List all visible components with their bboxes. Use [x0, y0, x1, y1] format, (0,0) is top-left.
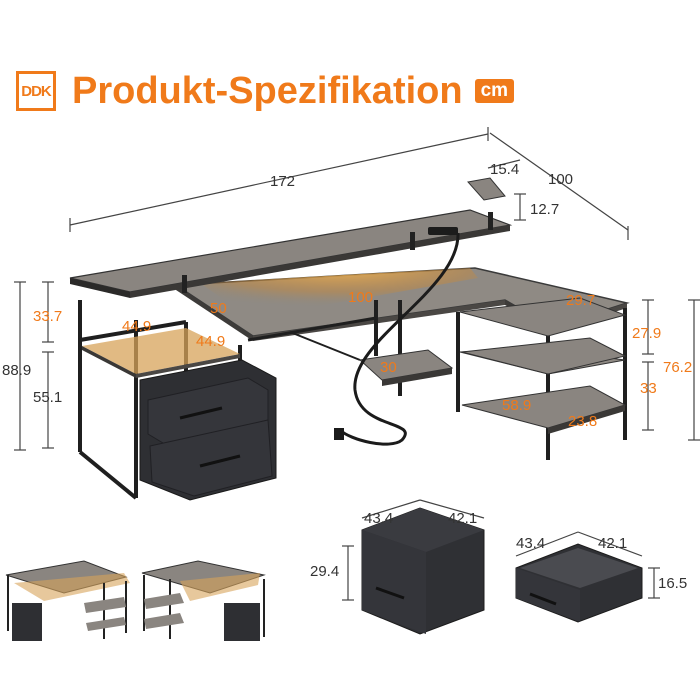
large-drawer-illustration: 43.4 42.1 29.4: [310, 499, 485, 635]
dimension-labels: 172 15.4 100 12.7 50 100 29.7 33.7 44.9 …: [2, 161, 692, 430]
brand-logo-text: DDK: [21, 82, 51, 100]
unit-badge: cm: [474, 79, 515, 103]
cabinet-shelf: [82, 328, 240, 374]
thumbnail-right: [141, 560, 266, 641]
right-shelf-bottom: [461, 385, 627, 429]
large-drawer-width: 43.4: [364, 510, 393, 527]
page-title: Produkt-Spezifikation: [72, 69, 463, 112]
thumbnail-left: [5, 560, 130, 641]
power-outlet: [428, 227, 458, 235]
dim-left-total-height: 88.9: [2, 362, 31, 379]
small-drawer-illustration: 43.4 42.1 16.5: [515, 531, 687, 623]
dim-right-total-height: 76.2: [663, 359, 692, 376]
right-shelf-top: [459, 297, 627, 337]
dim-shelf-gap-top: 27.9: [632, 325, 661, 342]
dim-cabinet-width: 44.9: [122, 318, 151, 335]
dim-top-shelf-depth: 15.4: [490, 161, 519, 178]
dim-total-length: 172: [270, 173, 295, 190]
dim-left-upper-height: 33.7: [33, 308, 62, 325]
brand-logo: DDK: [16, 71, 56, 111]
dim-bottom-shelf-depth: 23.8: [568, 413, 597, 430]
large-drawer-depth: 42.1: [448, 510, 477, 527]
dim-side-length: 100: [548, 171, 573, 188]
dim-riser-height: 12.7: [530, 201, 559, 218]
dim-side-inner-length: 58.9: [502, 397, 531, 414]
dim-shelf-gap-lower: 33: [640, 380, 657, 397]
desk-illustration: [69, 177, 630, 501]
dim-left-lower-height: 55.1: [33, 389, 62, 406]
spec-header: DDK Produkt-Spezifikation cm: [16, 66, 515, 116]
desk-surface-edge: [176, 285, 253, 341]
top-riser: [467, 177, 506, 201]
dimension-lines: [14, 127, 700, 451]
small-drawer-height: 16.5: [658, 575, 687, 592]
large-drawer-height: 29.4: [310, 563, 339, 580]
dim-desk-depth: 50: [210, 300, 227, 317]
small-drawer-depth: 42.1: [598, 535, 627, 552]
led-glow: [200, 268, 478, 318]
dim-bottom-shelf-width: 30: [380, 359, 397, 376]
dim-main-length: 100: [348, 289, 373, 306]
small-drawer-width: 43.4: [516, 535, 545, 552]
drawer-bottom-front: [149, 419, 273, 497]
dim-cabinet-depth: 44.9: [196, 333, 225, 350]
dim-shelf-width: 29.7: [566, 292, 595, 309]
power-cable: [338, 232, 460, 446]
